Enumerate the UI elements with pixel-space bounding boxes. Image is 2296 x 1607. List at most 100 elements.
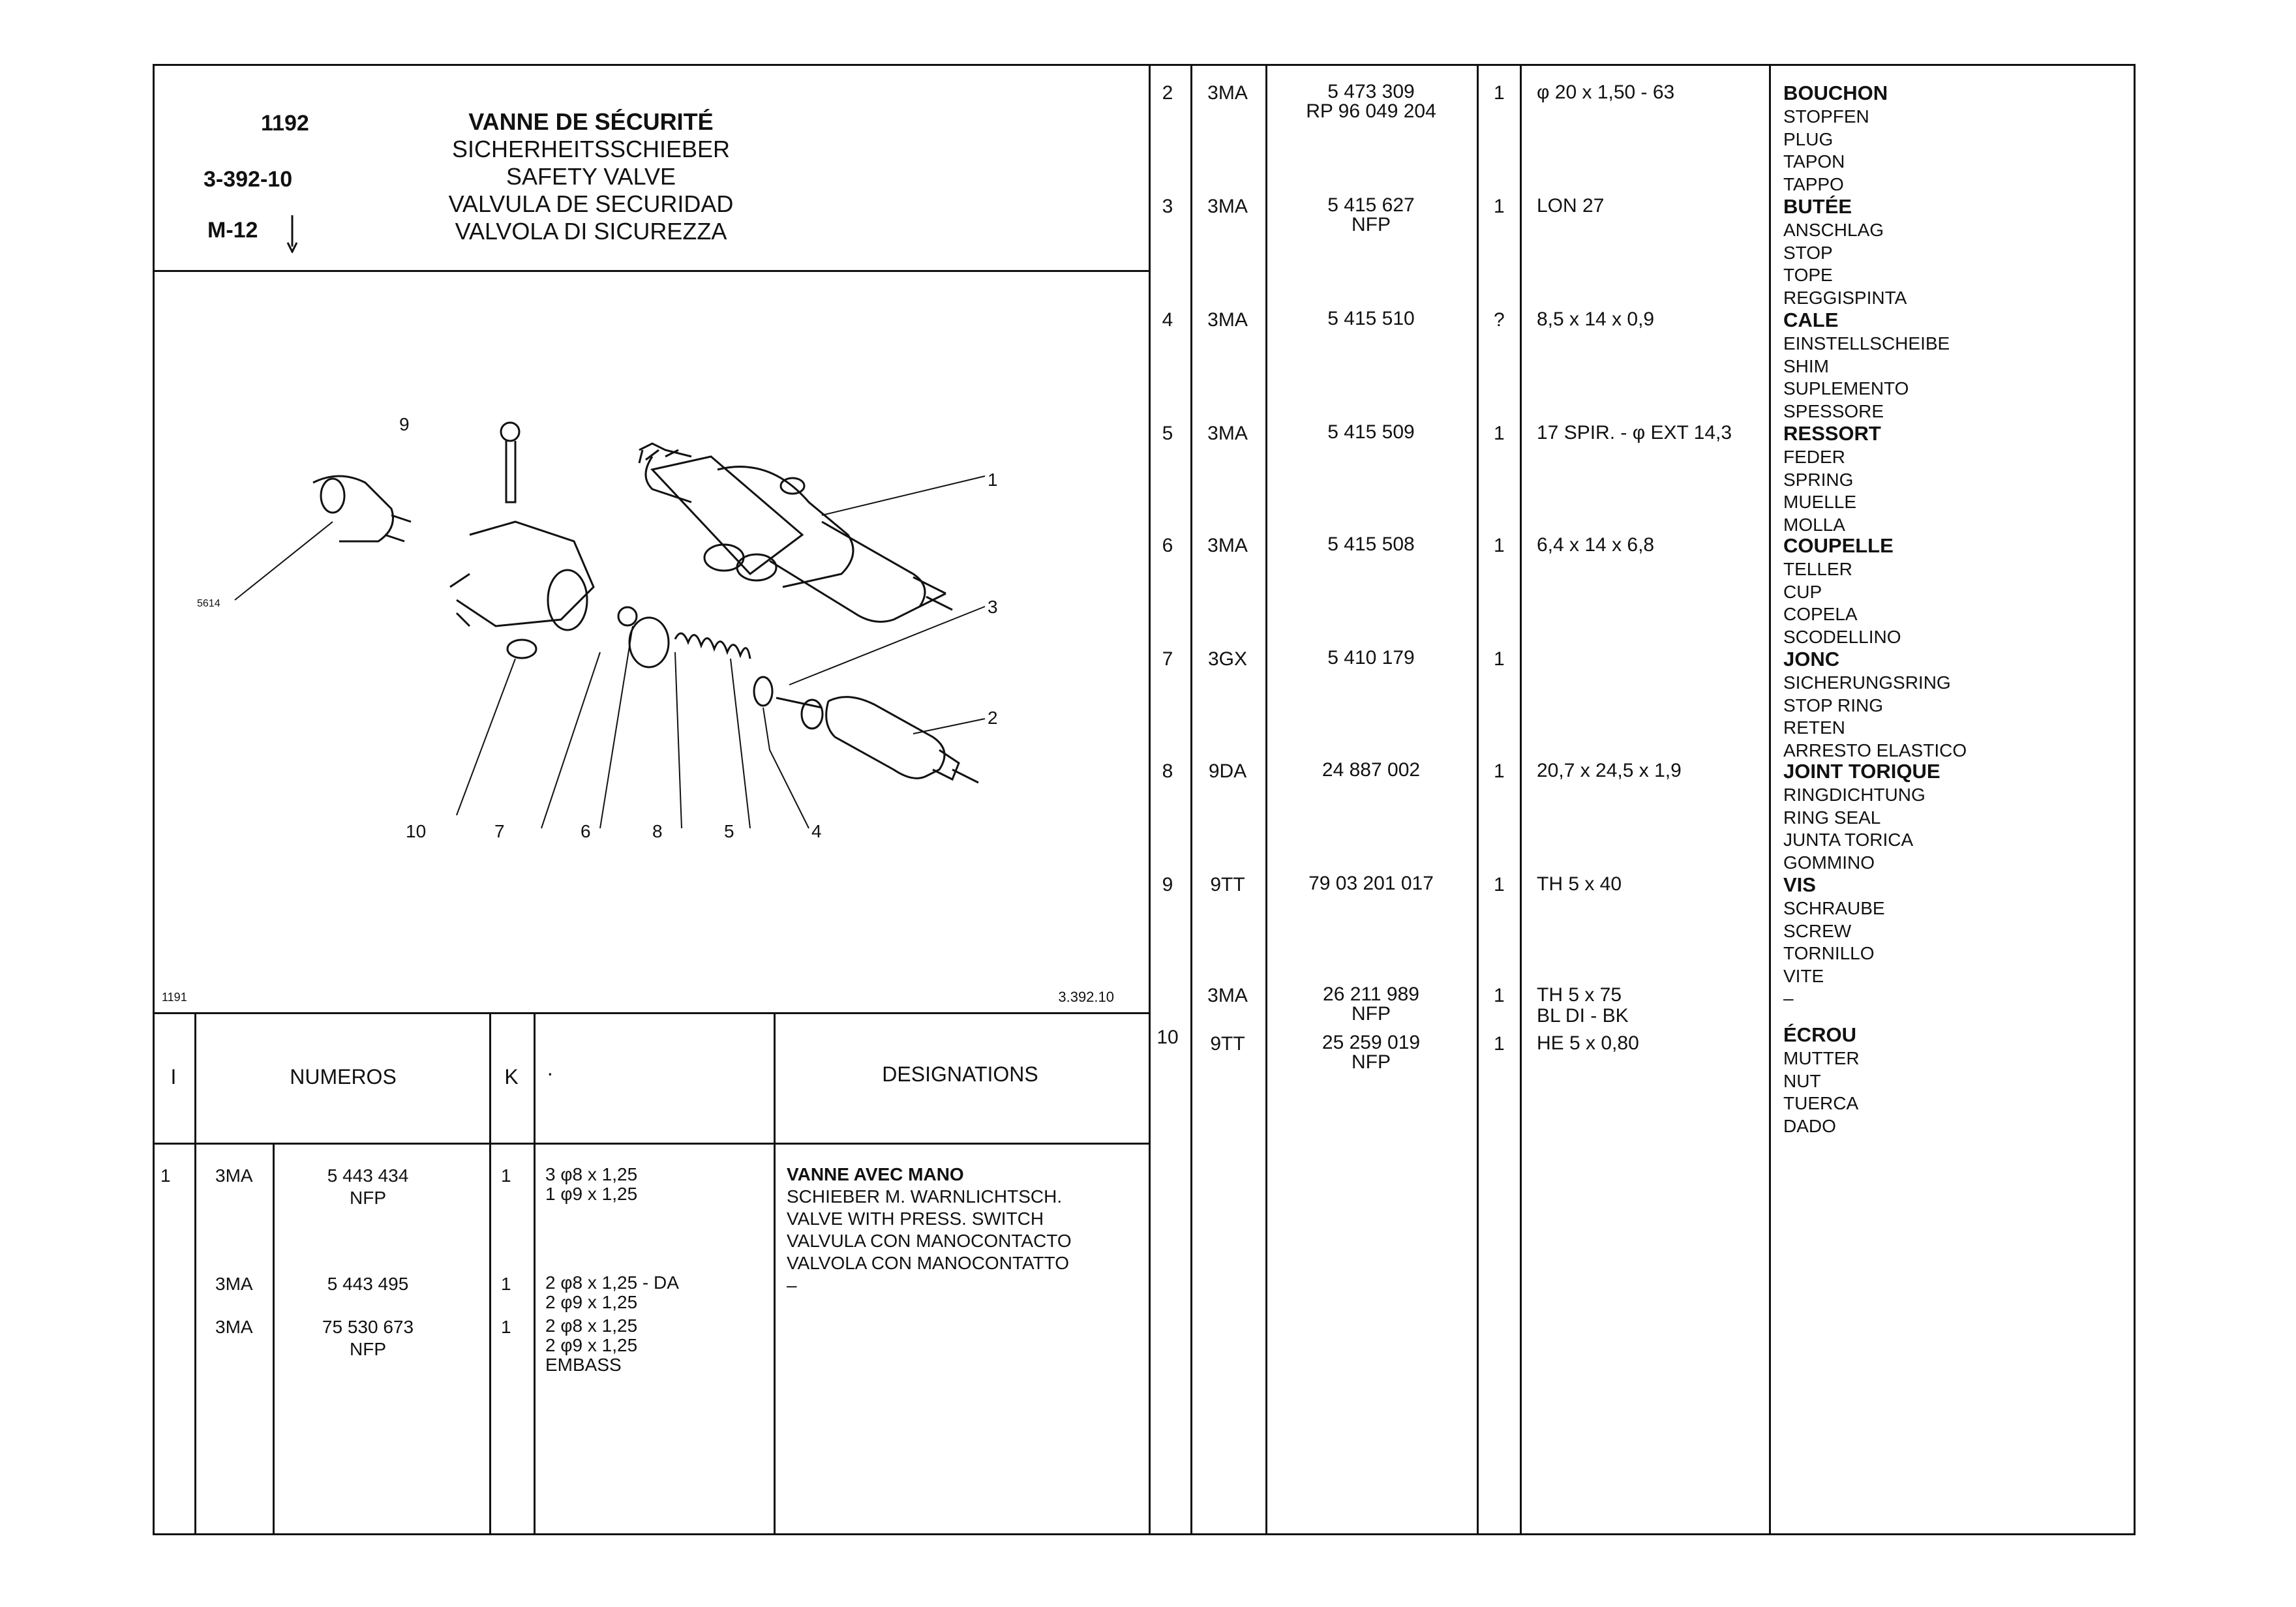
row-part-number: 24 887 002 [1322, 759, 1421, 781]
row-code: 9TT [1210, 874, 1245, 895]
page-frame [153, 64, 2136, 1535]
callout-10: 10 [406, 821, 426, 841]
row-translations: RINGDICHTUNG RING SEAL JUNTA TORICA GOMM… [1783, 785, 1926, 873]
exploded-view-diagram: 1 2 3 4 5 6 7 8 9 10 5614 [197, 414, 998, 841]
row-dimensions: 2 φ8 x 1,25 - DA 2 φ9 x 1,25 [545, 1272, 679, 1312]
row-position: 1 [160, 1165, 171, 1186]
callout-5: 5 [724, 821, 734, 841]
divider-table-head [153, 1143, 1149, 1145]
row-quantity: 1 [501, 1317, 511, 1337]
row-dimensions: TH 5 x 75 BL DI - BK [1537, 984, 1629, 1027]
row-designation: VANNE AVEC MANO [787, 1164, 964, 1184]
col-line [534, 1012, 536, 1535]
row-code: 3MA [1207, 309, 1248, 331]
arrow-down-icon [286, 214, 299, 256]
row-dimensions: 8,5 x 14 x 0,9 [1537, 308, 1655, 330]
callout-2: 2 [988, 708, 998, 728]
row-quantity: 1 [1494, 985, 1505, 1006]
row-position: 10 [1156, 1027, 1179, 1048]
row-translations: SCHRAUBE SCREW TORNILLO VITE – [1783, 898, 1885, 1008]
row-translations: STOPFEN PLUG TAPON TAPPO [1783, 106, 1869, 194]
col-line [194, 1012, 196, 1535]
col-line [1520, 64, 1522, 1535]
callout-8: 8 [652, 821, 663, 841]
row-code: 3MA [215, 1274, 253, 1294]
col-header-k: K [504, 1065, 519, 1089]
row-dimensions: 17 SPIR. - φ EXT 14,3 [1537, 422, 1732, 443]
row-position: 2 [1162, 82, 1173, 104]
row-part-number: 5 415 627 NFP [1327, 194, 1415, 235]
row-code: 9DA [1208, 760, 1247, 782]
row-part-number: 5 443 434 NFP [327, 1165, 409, 1208]
col-header-designations: DESIGNATIONS [882, 1062, 1038, 1086]
row-position: 6 [1162, 535, 1173, 556]
divider-header [153, 270, 1149, 272]
row-position: 8 [1162, 760, 1173, 782]
row-designation: VIS [1783, 873, 1816, 896]
row-quantity: ? [1494, 309, 1505, 331]
row-translations: SCHIEBER M. WARNLICHTSCH. VALVE WITH PRE… [787, 1186, 1072, 1295]
valve-body [650, 455, 804, 576]
row-part-number: 5 415 509 [1327, 421, 1415, 443]
row-designation: CALE [1783, 308, 1839, 331]
side-ref: 5614 [197, 598, 220, 609]
row-code: 3MA [1207, 196, 1248, 217]
row-designation: ÉCROU [1783, 1023, 1856, 1046]
row-dimensions: HE 5 x 0,80 [1537, 1032, 1639, 1054]
row-quantity: 1 [501, 1274, 511, 1294]
callout-6: 6 [581, 821, 591, 841]
row-dimensions: 20,7 x 24,5 x 1,9 [1537, 760, 1682, 781]
row-code: 9TT [1210, 1033, 1245, 1055]
col-line [489, 1012, 491, 1535]
divider-left-right [1149, 64, 1151, 1535]
row-dimensions: 6,4 x 14 x 6,8 [1537, 534, 1655, 556]
divider-diagram [153, 1012, 1149, 1014]
row-code: 3MA [1207, 82, 1248, 104]
col-line [1265, 64, 1267, 1535]
row-part-number: 5 410 179 [1327, 647, 1415, 668]
col-line [1769, 64, 1771, 1535]
row-code: 3MA [215, 1317, 253, 1337]
row-part-number: 75 530 673 NFP [322, 1317, 414, 1359]
row-designation: JONC [1783, 648, 1840, 670]
col-header-dimensions: · [547, 1061, 554, 1085]
row-part-number: 5 443 495 [327, 1274, 409, 1294]
callout-7: 7 [494, 821, 505, 841]
col-line [774, 1012, 776, 1535]
row-part-number: 5 473 309 RP 96 049 204 [1306, 81, 1436, 122]
ref-number: 1192 [261, 111, 309, 136]
title-fr: VANNE DE SÉCURITÉ [468, 108, 714, 135]
row-position: 5 [1162, 423, 1173, 444]
row-quantity: 1 [1494, 874, 1505, 895]
row-designation: RESSORT [1783, 422, 1881, 445]
title-en: SAFETY VALVE [506, 163, 676, 190]
row-quantity: 1 [1494, 760, 1505, 782]
ref-code: 3-392-10 [204, 167, 293, 192]
row-designation: COUPELLE [1783, 534, 1894, 557]
callout-4: 4 [811, 821, 822, 841]
row-part-number: 79 03 201 017 [1308, 873, 1434, 894]
row-designation: JOINT TORIQUE [1783, 760, 1941, 783]
row-translations: EINSTELLSCHEIBE SHIM SUPLEMENTO SPESSORE [1783, 333, 1950, 421]
row-quantity: 1 [1494, 82, 1505, 104]
row-part-number: 5 415 510 [1327, 308, 1415, 329]
row-quantity: 1 [1494, 1033, 1505, 1055]
row-designation: BOUCHON [1783, 82, 1888, 104]
row-part-number: 5 415 508 [1327, 533, 1415, 555]
row-position: 7 [1162, 648, 1173, 670]
row-translations: SICHERUNGSRING STOP RING RETEN ARRESTO E… [1783, 672, 1967, 760]
row-quantity: 1 [1494, 535, 1505, 556]
row-code: 3MA [1207, 423, 1248, 444]
row-code: 3GX [1207, 648, 1248, 670]
row-dimensions: 2 φ8 x 1,25 2 φ9 x 1,25 EMBASS [545, 1315, 638, 1375]
row-position: 9 [1162, 874, 1173, 895]
row-translations: ANSCHLAG STOP TOPE REGGISPINTA [1783, 220, 1907, 308]
row-part-number: 25 259 019 NFP [1322, 1032, 1421, 1073]
row-translations: TELLER CUP COPELA SCODELLINO [1783, 559, 1901, 647]
title-es: VALVULA DE SECURIDAD [448, 190, 734, 217]
callout-3: 3 [988, 597, 998, 617]
row-code: 3MA [1207, 985, 1248, 1006]
col-line [273, 1143, 275, 1535]
row-position: 3 [1162, 196, 1173, 217]
diagram-ref-left: 1191 [162, 991, 187, 1004]
